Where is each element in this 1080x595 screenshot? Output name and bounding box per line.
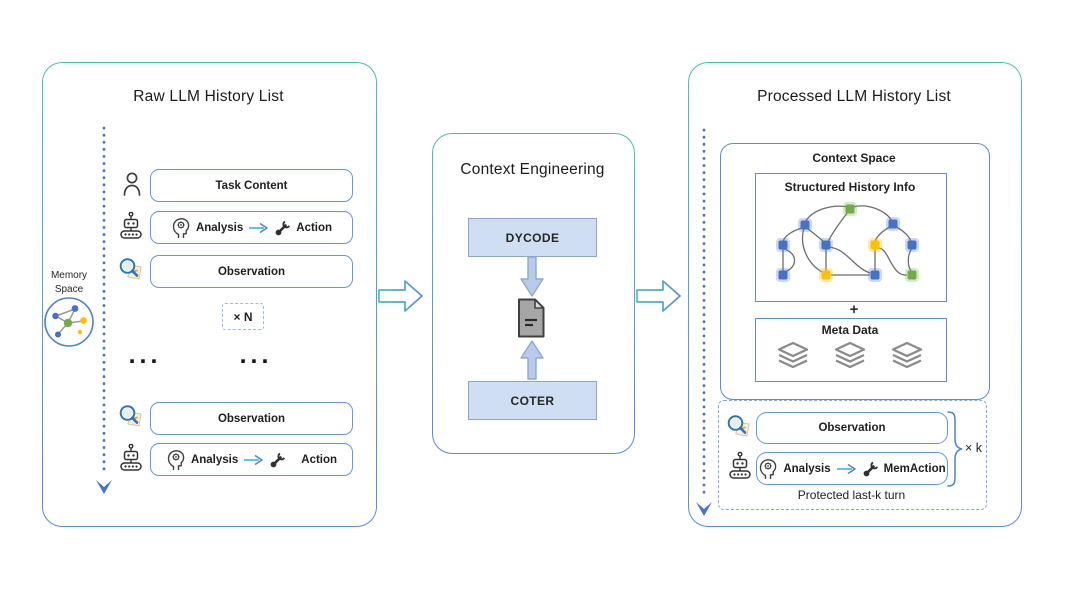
timeline-arrow-icon <box>96 126 112 494</box>
flow-arrow-left-icon <box>378 280 423 312</box>
repeat-k-badge: × k <box>965 441 983 455</box>
analysis-head-gear-icon <box>172 217 190 238</box>
layers-icon <box>834 341 866 369</box>
action-label: Action <box>301 453 338 466</box>
observation-search-icon <box>119 405 142 427</box>
observation-box-protected: Observation <box>756 412 948 444</box>
thick-arrow-up-icon <box>520 340 544 380</box>
protected-caption: Protected last-k turn <box>797 488 906 502</box>
layers-icon <box>891 341 923 369</box>
meta-data-label: Meta Data <box>821 323 879 337</box>
repeat-n-badge: × N <box>222 303 264 330</box>
raw-history-title: Raw LLM History List <box>133 88 284 105</box>
meta-data-box <box>755 318 947 382</box>
analysis-action-box-bottom: Analysis Action <box>150 443 353 476</box>
observation-label: Observation <box>217 412 286 425</box>
observation-box-top: Observation <box>150 255 353 288</box>
task-content-box: Task Content <box>150 169 353 202</box>
processed-history-title: Processed LLM History List <box>757 88 951 105</box>
arrow-right-icon <box>836 463 856 474</box>
analysis-head-gear-icon <box>760 458 777 479</box>
observation-search-icon <box>727 415 750 437</box>
wrench-icon <box>863 461 878 476</box>
mem-action-label: MemAction <box>883 462 946 475</box>
layers-icon <box>777 341 809 369</box>
observation-label: Observation <box>217 265 286 278</box>
observation-search-icon <box>119 258 142 280</box>
analysis-label: Analysis <box>195 221 244 234</box>
coter-box: COTER <box>468 381 597 420</box>
memory-space-label: Memory Space <box>50 270 88 295</box>
timeline-arrow-icon <box>696 128 712 516</box>
ellipsis-left: ... <box>128 341 162 369</box>
robot-icon <box>120 443 142 471</box>
context-engineering-title: Context Engineering <box>460 161 605 178</box>
brace-icon <box>947 411 963 487</box>
analysis-label: Analysis <box>783 462 831 475</box>
observation-box-bottom: Observation <box>150 402 353 435</box>
history-graph-icon <box>776 202 919 282</box>
observation-label: Observation <box>818 422 886 434</box>
robot-icon <box>120 211 142 239</box>
user-icon <box>123 172 141 196</box>
ellipsis-right: ... <box>239 341 273 369</box>
document-icon <box>518 298 545 338</box>
robot-icon <box>729 451 751 479</box>
context-space-label: Context Space <box>812 151 896 165</box>
analysis-label: Analysis <box>190 453 239 466</box>
analysis-memaction-box: Analysis MemAction <box>756 452 948 485</box>
plus-sign: + <box>849 301 859 318</box>
dycode-box: DYCODE <box>468 218 597 257</box>
task-content-label: Task Content <box>215 179 288 192</box>
memory-space-graph-icon <box>44 297 94 347</box>
structured-history-label: Structured History Info <box>784 180 916 194</box>
arrow-right-icon <box>244 454 264 465</box>
structured-history-box <box>755 173 947 302</box>
wrench-icon <box>270 452 286 467</box>
analysis-head-gear-icon <box>167 449 185 470</box>
action-label: Action <box>296 221 333 234</box>
thick-arrow-down-icon <box>520 257 544 297</box>
wrench-icon <box>275 220 291 235</box>
arrow-right-icon <box>249 222 269 233</box>
analysis-action-box-top: Analysis Action <box>150 211 353 244</box>
flow-arrow-right-icon <box>636 280 681 312</box>
